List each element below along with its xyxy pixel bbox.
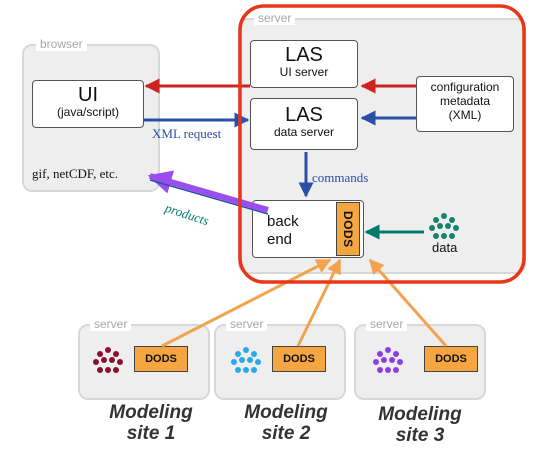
las-ui-server: LAS UI server [250,40,358,88]
las-ui-sub: UI server [279,65,329,79]
dods-link-3 [368,258,448,347]
ui-title: UI [78,84,98,106]
server-highlight [238,4,526,284]
backend-line1: back [267,213,299,230]
config-line3: (XML) [448,108,482,122]
browser-formats: gif, netCDF, etc. [32,166,118,181]
data-label: data [432,240,458,255]
configuration-box: configuration metadata (XML) [416,76,514,132]
site3-data-icon [373,347,403,373]
config-line2: metadata [439,94,491,108]
backend-line2: end [267,231,293,248]
las-data-sub: data server [273,125,335,139]
products-arrow [147,170,269,213]
backend-dods: DODS [336,202,360,256]
site1-data-icon [93,347,123,373]
dods-link-2 [296,258,342,347]
ui-sub: (java/script) [56,105,119,119]
server-title: server [254,11,296,25]
site3-dods: DODS [424,346,478,372]
las-data-server: LAS data server [250,98,358,150]
site2-dods: DODS [272,346,326,372]
dods-link-1 [161,258,332,348]
site1-dods: DODS [134,346,188,372]
las-data-title: LAS [285,104,323,126]
xml-request-label: XML request [152,126,222,141]
las-ui-title: LAS [285,44,323,66]
commands-label: commands [312,170,369,185]
config-line1: configuration [430,80,500,94]
data-cluster-icon [429,213,459,239]
site2-data-icon [231,347,261,373]
browser-title: browser [36,37,87,51]
ui-box: UI (java/script) [32,80,144,128]
